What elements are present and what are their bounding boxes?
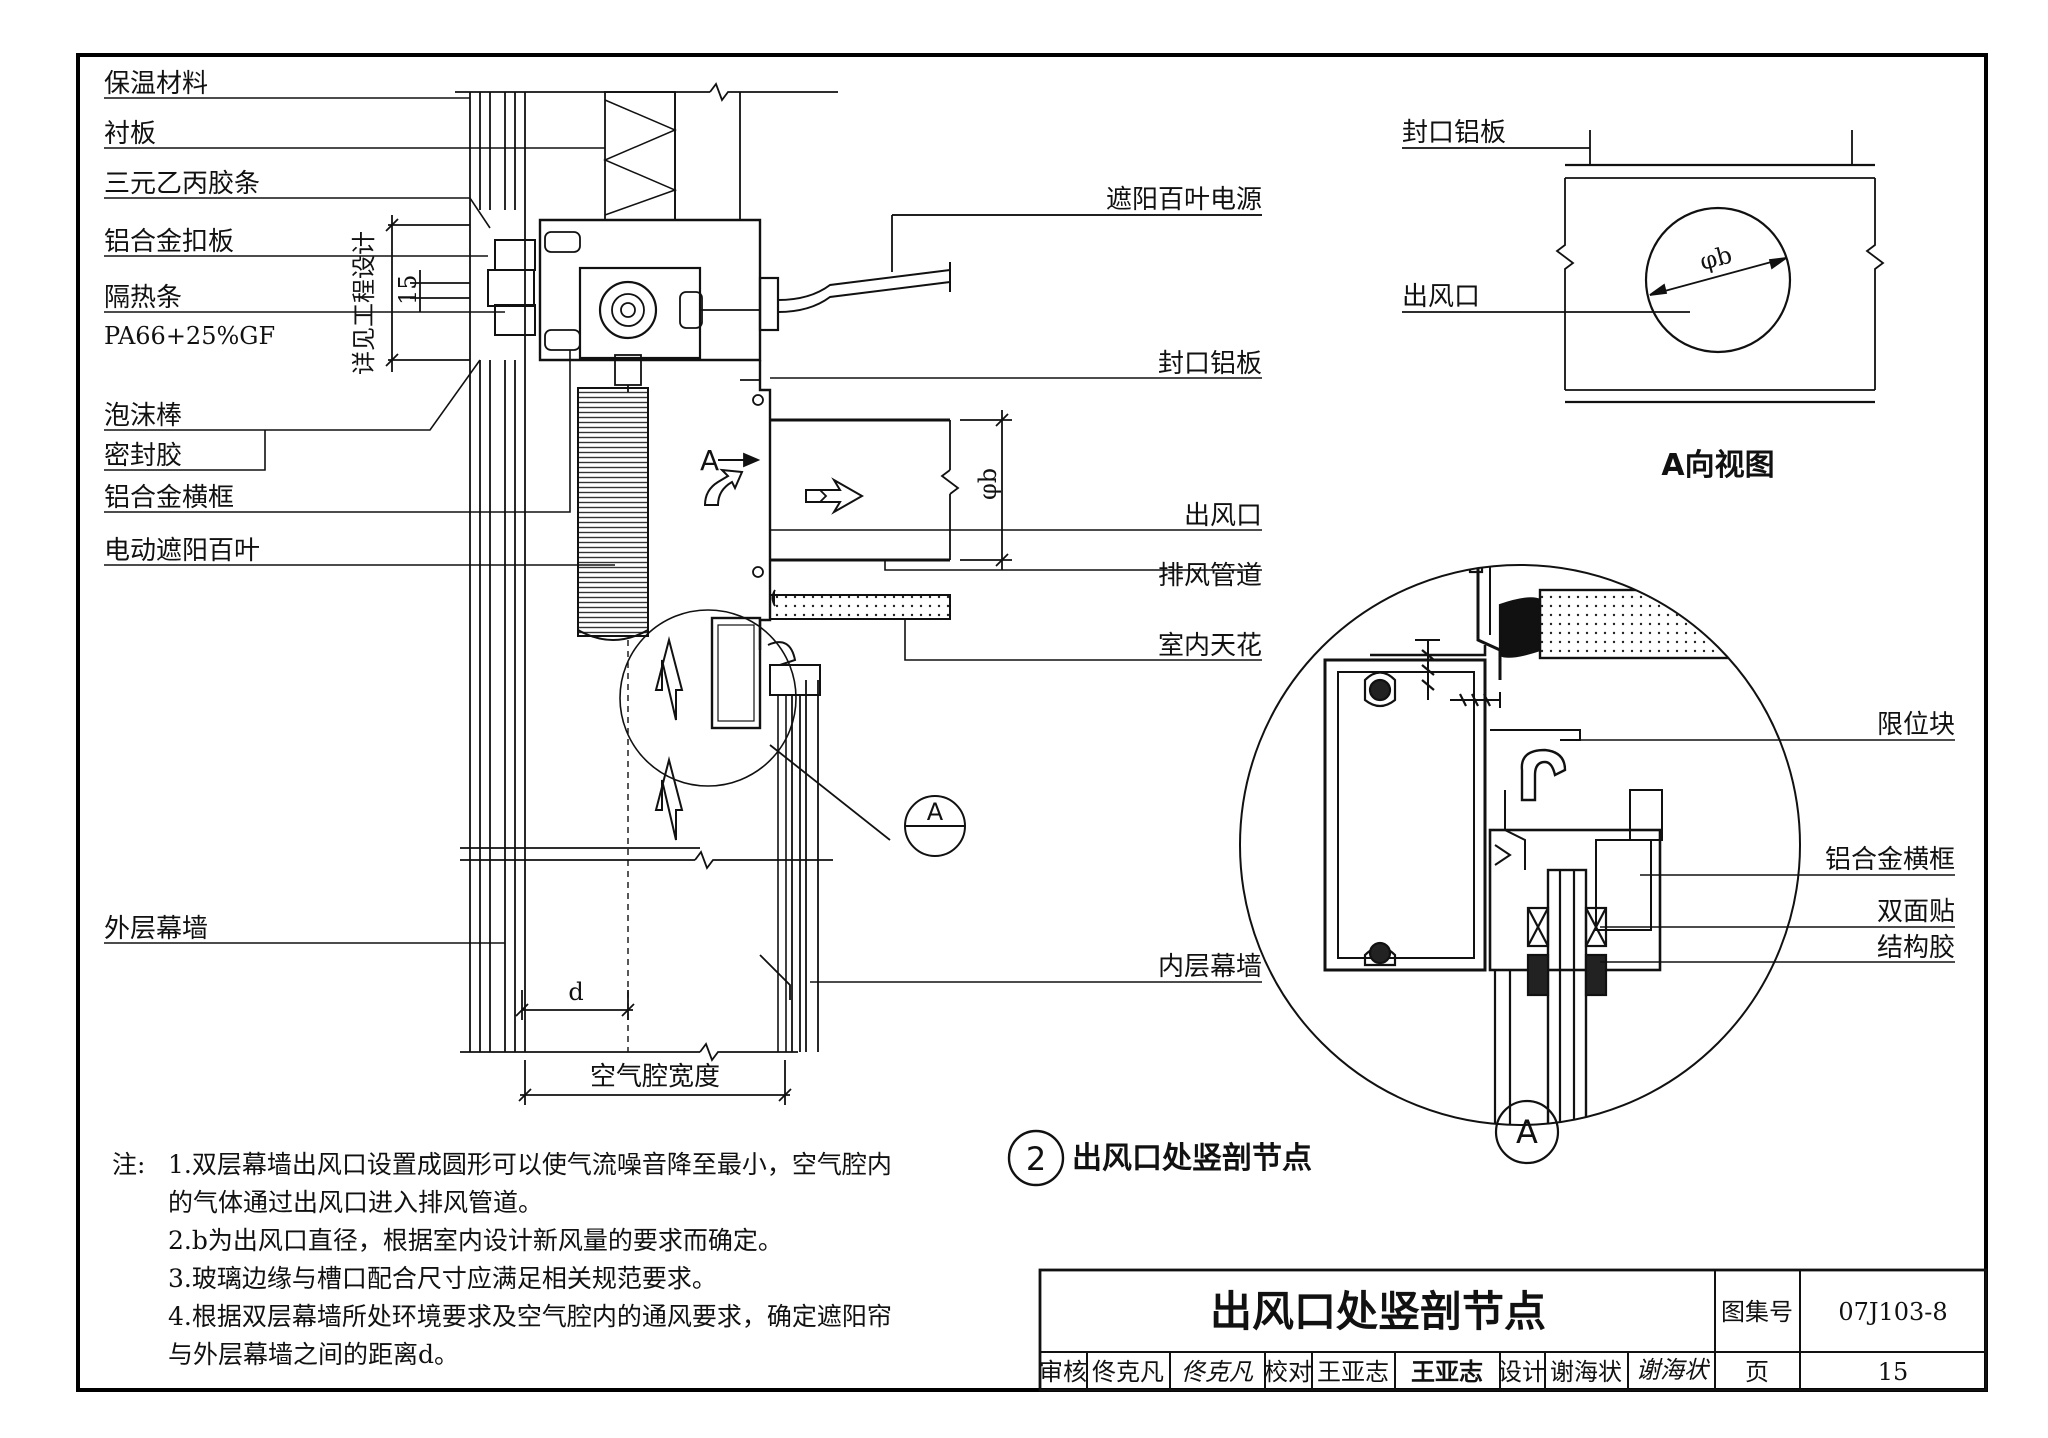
notes-lead: 注:	[112, 1150, 146, 1179]
label-thermal-break: 隔热条	[104, 283, 182, 313]
section-arrow-a-label: A	[700, 444, 719, 477]
label-outer-curtain-wall: 外层幕墙	[104, 914, 208, 944]
view-a-drawing	[1402, 130, 1885, 404]
label-sealant: 密封胶	[104, 441, 182, 471]
dim-d: d	[568, 978, 583, 1006]
note-row-5: 4.根据双层幕墙所处环境要求及空气腔内的通风要求，确定遮阳帘	[112, 1298, 992, 1336]
view-a-title: A向视图	[1661, 448, 1774, 483]
title-block-atlas-label: 图集号	[1721, 1298, 1793, 1326]
notes-block: 注: 1.双层幕墙出风口设置成圆形可以使气流噪音降至最小，空气腔内 的气体通过出风…	[112, 1146, 992, 1374]
title-block-page-label: 页	[1745, 1358, 1769, 1386]
note-4b: 与外层幕墙之间的距离d。	[168, 1340, 460, 1369]
section-title: 出风口处竖剖节点	[1072, 1141, 1312, 1176]
title-block-checker: 王亚志	[1317, 1358, 1389, 1386]
dim-fifteen: 15	[394, 274, 422, 305]
label-exhaust-duct: 排风管道	[1158, 561, 1262, 591]
label-inner-curtain-wall: 内层幕墙	[1158, 952, 1262, 982]
main-section-drawing	[385, 82, 1262, 1105]
detail-double-tape: 双面贴	[1877, 897, 1955, 927]
label-insulation: 保温材料	[104, 69, 208, 99]
label-transom-frame: 铝合金横框	[104, 483, 234, 513]
detail-stop-block: 限位块	[1877, 710, 1955, 740]
note-row-4: 3.玻璃边缘与槽口配合尺寸应满足相关规范要求。	[112, 1260, 992, 1298]
dim-phi-b: φb	[974, 468, 1002, 500]
detail-structural-glue: 结构胶	[1877, 933, 1955, 963]
label-ceiling: 室内天花	[1158, 631, 1262, 661]
label-epdm-strip: 三元乙丙胶条	[104, 169, 260, 199]
label-blind-power: 遮阳百叶电源	[1106, 185, 1262, 215]
label-backing-board: 衬板	[104, 119, 156, 149]
view-a-closure-plate: 封口铝板	[1402, 118, 1506, 148]
title-block-grid	[1038, 1268, 1988, 1392]
note-2: 2.b为出风口直径，根据室内设计新风量的要求而确定。	[168, 1226, 783, 1255]
callout-a-label: A	[927, 798, 944, 826]
note-row-3: 2.b为出风口直径，根据室内设计新风量的要求而确定。	[112, 1222, 992, 1260]
title-block-title: 出风口处竖剖节点	[1210, 1287, 1546, 1336]
label-thermal-break-spec: PA66+25%GF	[104, 322, 275, 350]
title-block-designer-signature: 谢海状	[1636, 1356, 1711, 1384]
detail-transom-frame: 铝合金横框	[1825, 845, 1955, 875]
title-block-checker-signature: 王亚志	[1411, 1357, 1483, 1386]
dim-per-design: 详见工程设计	[350, 231, 378, 375]
title-block-reviewer: 佟克凡	[1092, 1358, 1164, 1386]
detail-a-marker: A	[1516, 1113, 1538, 1151]
title-block-page-no: 15	[1878, 1358, 1909, 1386]
left-leaders	[104, 97, 615, 944]
label-foam-rod: 泡沫棒	[104, 401, 182, 431]
label-air-outlet: 出风口	[1184, 501, 1262, 531]
title-block-check-label: 校对	[1264, 1358, 1312, 1386]
label-motorized-blind: 电动遮阳百叶	[104, 536, 260, 566]
note-1a: 1.双层幕墙出风口设置成圆形可以使气流噪音降至最小，空气腔内	[168, 1150, 892, 1179]
title-block-atlas-no: 07J103-8	[1838, 1298, 1947, 1326]
note-1b: 的气体通过出风口进入排风管道。	[168, 1188, 544, 1217]
note-row-1: 注: 1.双层幕墙出风口设置成圆形可以使气流噪音降至最小，空气腔内	[112, 1146, 992, 1184]
title-block-design-label: 设计	[1498, 1358, 1546, 1386]
title-block-designer: 谢海状	[1550, 1358, 1622, 1386]
note-3: 3.玻璃边缘与槽口配合尺寸应满足相关规范要求。	[168, 1264, 717, 1293]
note-row-6: 与外层幕墙之间的距离d。	[112, 1336, 992, 1374]
title-block-review-label: 审核	[1039, 1358, 1087, 1386]
section-number: 2	[1026, 1140, 1046, 1178]
view-a-phi-b: φb	[1697, 241, 1735, 276]
note-4a: 4.根据双层幕墙所处环境要求及空气腔内的通风要求，确定遮阳帘	[168, 1302, 892, 1331]
sheet-border	[76, 53, 1988, 1392]
right-leaders	[770, 214, 1262, 983]
dim-cavity-width: 空气腔宽度	[590, 1062, 720, 1092]
view-a-air-outlet: 出风口	[1402, 282, 1480, 312]
section-number-circle	[1007, 1129, 1065, 1187]
label-cover-plate: 铝合金扣板	[104, 227, 234, 257]
label-closure-plate: 封口铝板	[1158, 349, 1262, 379]
note-row-2: 的气体通过出风口进入排风管道。	[112, 1184, 992, 1222]
title-block-reviewer-signature: 佟克凡	[1181, 1358, 1254, 1386]
